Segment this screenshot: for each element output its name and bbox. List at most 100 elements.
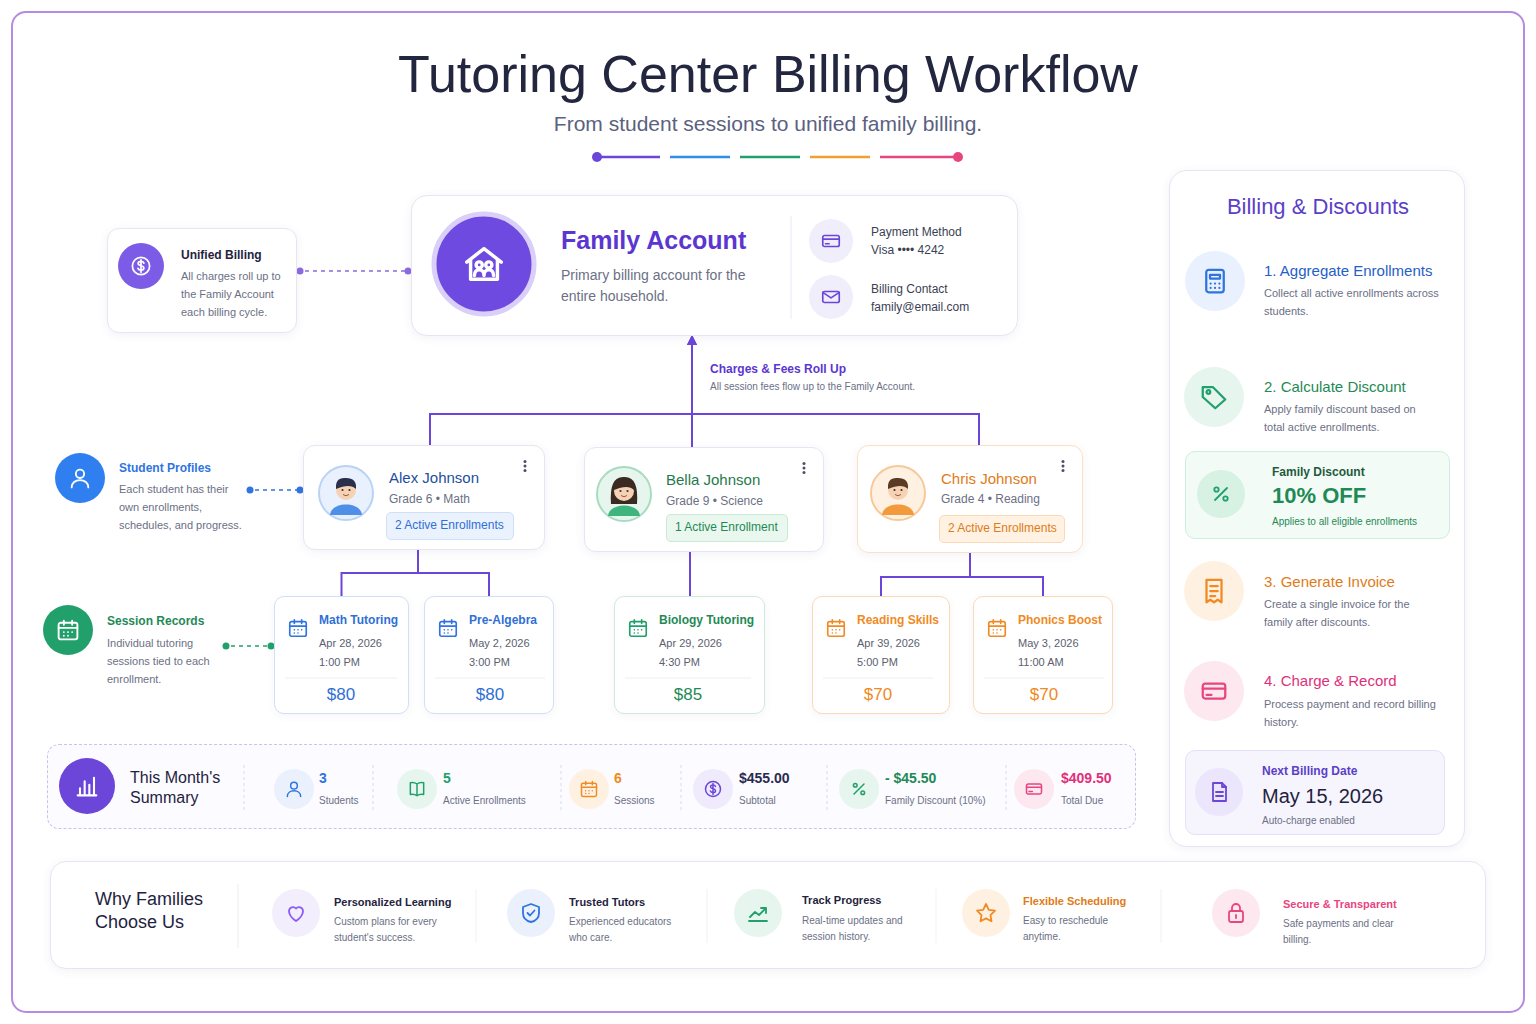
icon-stroke [528,911,535,916]
node-heading: Chris Johnson [941,469,1037,489]
icon-stroke [1210,275,1220,288]
divider-line [681,765,682,811]
divider-line [791,216,792,319]
divider-line [827,765,828,811]
avatar-disc [871,466,925,520]
divider-line [1006,765,1007,811]
avatar-eye [900,489,902,491]
node-text: Grade 6 • Math [389,491,470,508]
icon-glyph [59,621,78,640]
node-graphics [48,745,1135,828]
icon-disc [1185,251,1245,311]
icon-disc [1195,768,1243,816]
icon-glyph [823,236,840,247]
connector [430,336,692,445]
icon-glyph [1203,387,1226,408]
node-text: Apr 28, 2026 [319,634,382,652]
icon-disc [693,769,733,809]
node-heading: Next Billing Date [1262,764,1357,780]
header-rule [740,156,800,159]
divider-line [561,765,562,811]
node-text: Trusted Tutors [569,895,645,909]
node-heading: 1 Active Enrollment [675,519,778,536]
node-text: May 2, 2026 [469,634,530,652]
icon-stroke [289,907,303,921]
node-heading: Family Account [561,225,746,255]
diagram-node: Biology TutoringApr 29, 20264:30 PM$85 [614,596,765,714]
node-text: Grade 9 • Science [666,493,763,510]
diagram-node: Phonics BoostMay 3, 202611:00 AM$70 [973,596,1113,714]
node-text: 3:00 PM [469,653,510,671]
icon-disc [43,605,93,655]
diagram-node: Bella JohnsonGrade 9 • Science1 Active E… [584,447,824,552]
node-heading: 1. Aggregate Enrollments [1264,261,1432,281]
connector [881,553,970,596]
icon-disc [434,214,534,314]
node-text: Safe payments and clear billing. [1283,916,1395,948]
node-text: Subtotal [739,793,776,809]
node-text: Individual tutoring sessions tied to eac… [107,634,219,688]
divider-line [476,889,477,943]
icon-glyph [582,782,597,797]
icon-stroke [287,791,300,797]
node-text: Flexible Scheduling [1023,894,1126,908]
node-text: $70 [974,684,1114,706]
icon-glyph [1206,270,1224,293]
connector [970,553,1043,596]
node-heading: 3. Generate Invoice [1264,572,1395,592]
menu-dot [1062,469,1065,472]
icon-glyph [630,620,647,637]
icon-disc [1184,561,1244,621]
icon-disc [1184,367,1244,427]
avatar-hair [336,478,356,489]
avatar-eye [619,490,621,492]
icon-stroke [1027,787,1042,791]
avatar-smile [343,495,349,496]
icon-stroke [1203,689,1226,695]
node-text: Each student has their own enrollments, … [119,480,247,534]
note-label: All session fees flow up to the Family A… [707,381,918,392]
node-text: 5:00 PM [857,653,898,671]
icon-stroke [59,621,78,636]
icon-glyph [132,257,149,274]
menu-dot [803,471,806,474]
connector [297,270,411,272]
icon-glyph [1213,783,1226,801]
icon-glyph [1027,784,1042,794]
icon-stroke [828,622,845,637]
icon-disc [569,769,609,809]
icon-disc [1212,889,1260,937]
icon-stroke [710,784,715,795]
node-text: Sessions [614,793,655,809]
menu-dot [1062,465,1065,468]
icon-glyph [1229,904,1243,922]
icon-disc [1184,661,1244,721]
diagram-node: Student ProfilesEach student has their o… [55,453,247,553]
divider-line [984,678,1104,679]
icon-glyph [853,783,864,794]
icon-stroke [76,470,84,478]
divider-line [936,889,937,943]
divider-line [435,678,545,679]
divider-line [244,765,245,811]
diagram-node: Chris JohnsonGrade 4 • Reading2 Active E… [857,445,1083,553]
icon-stroke [523,904,539,922]
node-text: May 3, 2026 [1018,634,1079,652]
icon-glyph [706,782,721,797]
icon-stroke [828,620,845,633]
node-heading: Family Discount [1272,465,1365,481]
icon-glyph [289,907,303,921]
icon-glyph [977,904,995,921]
icon-disc [734,889,782,937]
divider-line [823,678,933,679]
icon-stroke [1216,783,1226,796]
icon-stroke [1213,783,1226,801]
connector [342,550,419,596]
node-text: All charges roll up to the Family Accoun… [181,267,293,321]
edge-label: Charges & Fees Roll Up [707,362,849,376]
menu-dot [524,460,527,463]
node-heading: Unified Billing [181,248,262,264]
diagram-node: 1 Active Enrollment [666,514,788,542]
node-text: Auto-charge enabled [1262,813,1355,829]
node-text: Apr 29, 2026 [659,634,722,652]
